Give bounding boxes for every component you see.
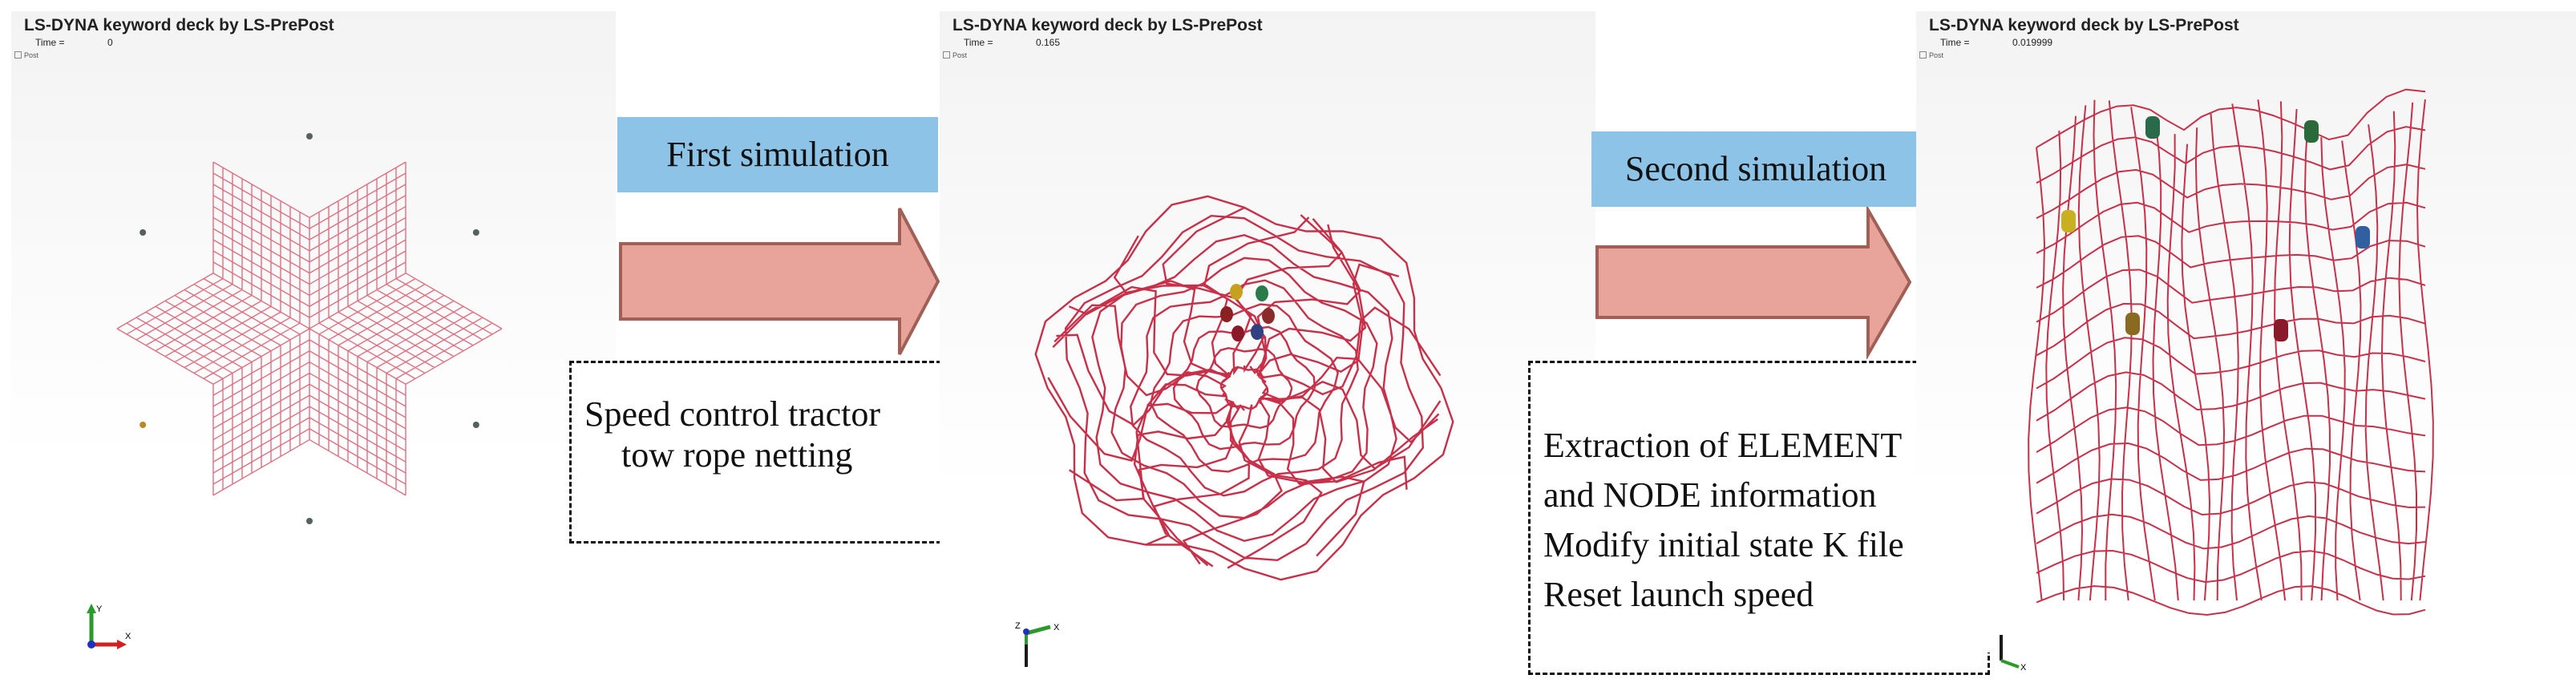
- weight-icon: [1251, 324, 1264, 340]
- fringe-toggle[interactable]: Post: [943, 51, 967, 59]
- time-readout: Time = 0.019999: [1940, 37, 2052, 48]
- weight-icon: [2356, 226, 2370, 249]
- weight-icon: [2125, 313, 2140, 335]
- time-value: 0: [107, 37, 113, 48]
- time-label: Time =: [1940, 37, 1970, 48]
- panel-title: LS-DYNA keyword deck by LS-PrePost: [952, 16, 1263, 34]
- time-readout: Time = 0.165: [964, 37, 1060, 48]
- right-arrow-icon: [619, 208, 940, 355]
- panel-title: LS-DYNA keyword deck by LS-PrePost: [24, 16, 334, 34]
- note-line: Reset launch speed: [1543, 575, 1814, 614]
- step-arrow-second: [1595, 207, 1912, 359]
- weight-icon: [1262, 308, 1275, 324]
- time-label: Time =: [35, 37, 65, 48]
- time-value: 0.165: [1036, 37, 1061, 48]
- panel-initial-state: LS-DYNA keyword deck by LS-PrePost Time …: [11, 11, 616, 649]
- corner-node: [140, 229, 147, 236]
- deployed-net-mesh: [2028, 88, 2434, 616]
- corner-node: [306, 133, 313, 139]
- y-axis-label: Y: [96, 604, 103, 614]
- right-arrow-icon: [1595, 207, 1912, 359]
- z-axis-label: Z: [1015, 621, 1021, 631]
- note-line: Modify initial state K file: [1543, 525, 1904, 564]
- x-axis-icon: [2000, 659, 2020, 669]
- step-label-second-simulation: Second simulation: [1591, 131, 1920, 207]
- weight-icon: [2304, 120, 2319, 143]
- weight-icon: [2274, 319, 2288, 341]
- x-axis-label: X: [1053, 623, 1060, 632]
- note-line: tow rope netting: [621, 435, 853, 475]
- deformed-net-lines: [1034, 195, 1454, 581]
- axis-triad: Y X: [87, 604, 131, 649]
- note-line: Extraction of ELEMENT: [1543, 426, 1903, 465]
- weight-icon: [1231, 325, 1244, 341]
- step-arrow-first: [619, 208, 940, 355]
- step-note-first: Speed control tractor tow rope netting: [569, 361, 956, 544]
- weight-icon: [2145, 116, 2160, 139]
- axis-triad: X: [2000, 635, 2027, 673]
- x-axis-icon: [1025, 624, 1051, 636]
- star-net-lines: [116, 161, 503, 496]
- panel-title: LS-DYNA keyword deck by LS-PrePost: [1929, 16, 2239, 34]
- step-note-second: Extraction of ELEMENT and NODE informati…: [1528, 361, 1990, 675]
- fringe-toggle[interactable]: Post: [1919, 51, 1943, 59]
- z-axis-icon: [87, 640, 95, 649]
- weight-icon: [1256, 285, 1268, 301]
- note-line: Speed control tractor: [584, 394, 880, 434]
- deployed-net-lines: [2028, 88, 2434, 616]
- y-arrow-icon: [87, 604, 96, 613]
- time-value: 0.019999: [2012, 37, 2053, 48]
- corner-node: [140, 422, 147, 428]
- x-arrow-icon: [117, 640, 127, 649]
- step-label-first-simulation: First simulation: [617, 117, 938, 192]
- weight-icon: [1230, 284, 1243, 300]
- time-readout: Time = 0: [35, 37, 113, 48]
- time-label: Time =: [964, 37, 993, 48]
- corner-node: [472, 229, 479, 236]
- corner-node: [472, 422, 479, 428]
- deformed-net-mesh: [1034, 195, 1454, 581]
- panel-after-second-simulation: LS-DYNA keyword deck by LS-PrePost Time …: [1916, 11, 2576, 673]
- weight-icon: [2061, 210, 2076, 232]
- panel-after-first-simulation: LS-DYNA keyword deck by LS-PrePost Time …: [940, 11, 1595, 667]
- corner-node: [306, 518, 313, 524]
- x-axis-label: X: [125, 632, 131, 641]
- star-net-mesh: [116, 133, 503, 524]
- weight-icon: [1220, 306, 1233, 322]
- note-line: and NODE information: [1543, 475, 1877, 515]
- axis-triad: X Z: [1015, 621, 1060, 667]
- fringe-toggle[interactable]: Post: [14, 51, 38, 59]
- z-axis-icon: [1023, 628, 1029, 635]
- x-axis-label: X: [2020, 663, 2027, 673]
